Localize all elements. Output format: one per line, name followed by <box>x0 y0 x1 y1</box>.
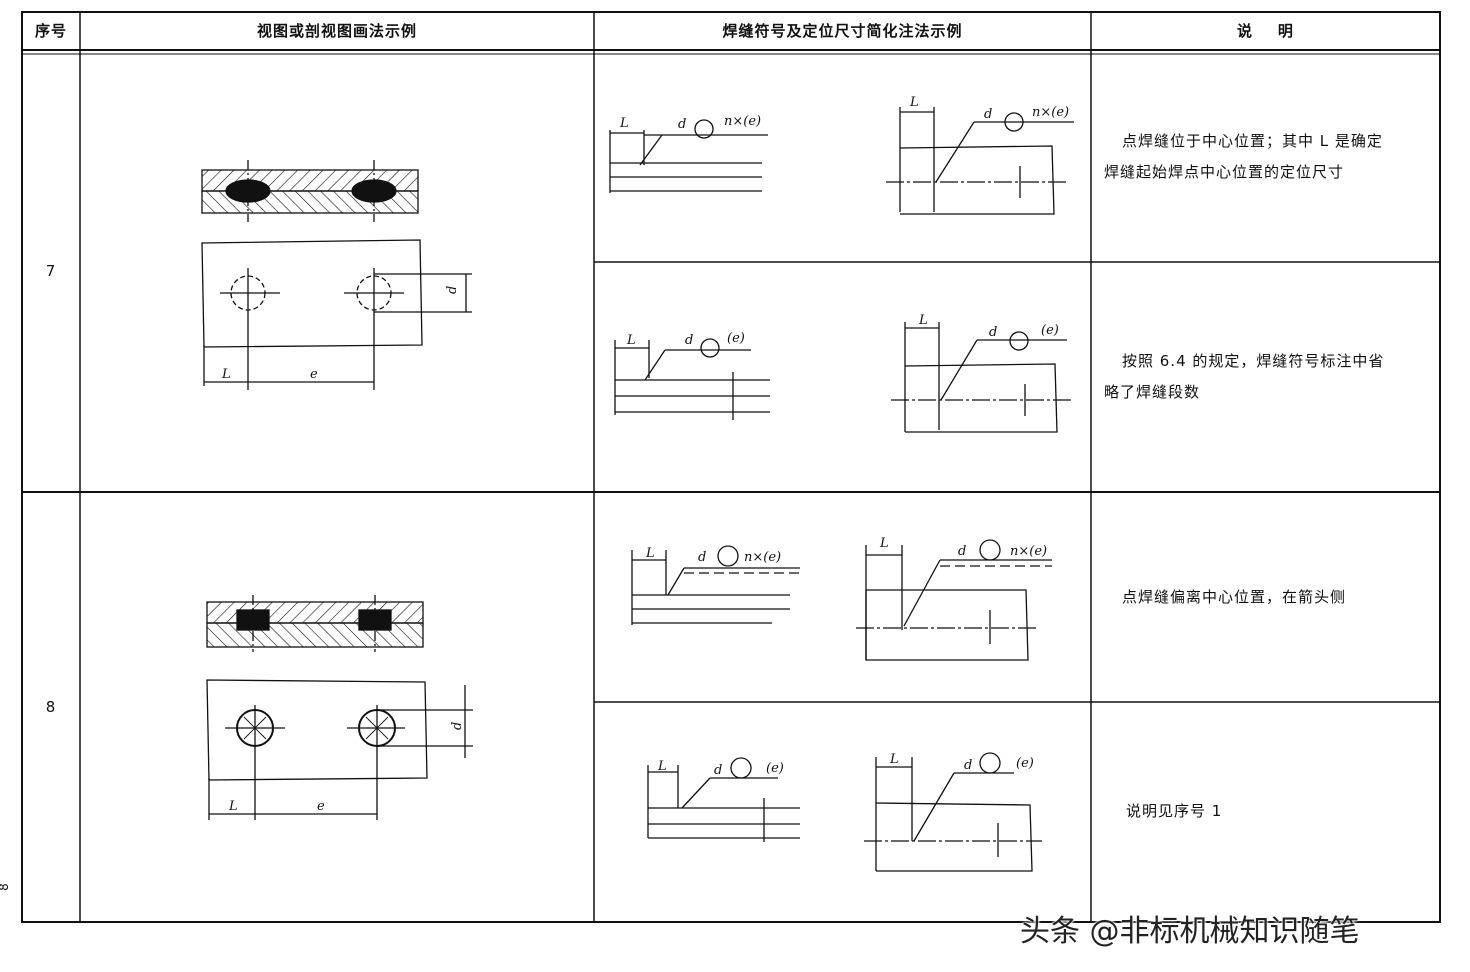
r7s2-symbol-right: L d (e) <box>891 313 1071 433</box>
header-note: 说 明 <box>1237 22 1294 40</box>
svg-text:d: d <box>714 763 722 778</box>
svg-text:L: L <box>909 95 919 110</box>
svg-text:d: d <box>698 550 706 565</box>
row7-view-d: d <box>445 286 460 294</box>
row8-view-d: d <box>450 722 465 730</box>
r8s1-note: 点焊缝偏离中心位置，在箭头侧 <box>1122 588 1347 606</box>
row7-view-e: e <box>310 367 318 382</box>
r8s1-symbol-right: L d n×(e) <box>856 536 1052 661</box>
svg-text:n×(e): n×(e) <box>1032 105 1069 120</box>
svg-text:d: d <box>989 325 997 340</box>
svg-text:(e): (e) <box>1016 756 1034 771</box>
header-seq: 序号 <box>34 22 67 40</box>
row7-view-L: L <box>221 367 231 382</box>
svg-text:L: L <box>626 333 636 348</box>
watermark: 头条 @非标机械知识随笔 <box>1020 914 1360 949</box>
r7s2-note: 按照 6.4 的规定，焊缝符号标注中省 略了焊缝段数 <box>1104 352 1385 401</box>
svg-text:L: L <box>918 313 928 328</box>
r7s1-symbol-right: L d n×(e) <box>886 95 1074 215</box>
svg-text:n×(e): n×(e) <box>1010 544 1047 559</box>
svg-text:(e): (e) <box>766 761 784 776</box>
row8-view-e: e <box>317 799 325 814</box>
header-symbol: 焊缝符号及定位尺寸简化注法示例 <box>722 22 963 40</box>
svg-text:d: d <box>958 544 966 559</box>
svg-text:L: L <box>889 752 899 767</box>
row8-seq: 8 <box>45 698 57 716</box>
svg-text:(e): (e) <box>727 331 745 346</box>
row7-view-drawing: L e d <box>201 160 472 390</box>
svg-text:d: d <box>984 107 992 122</box>
svg-text:L: L <box>619 116 629 131</box>
svg-text:L: L <box>879 536 889 551</box>
svg-text:n×(e): n×(e) <box>744 550 781 565</box>
row8-view-L: L <box>228 799 238 814</box>
svg-text:d: d <box>678 117 686 132</box>
header-view: 视图或剖视图画法示例 <box>256 22 417 40</box>
svg-text:L: L <box>657 759 667 774</box>
svg-text:L: L <box>645 546 655 561</box>
svg-text:d: d <box>964 758 972 773</box>
row8-view-drawing: L e d <box>206 595 473 820</box>
r8s2-symbol-left: L d (e) <box>647 757 800 842</box>
r8s2-symbol-right: L d (e) <box>864 752 1042 872</box>
r8s1-symbol-left: L d n×(e) <box>631 545 800 625</box>
svg-text:n×(e): n×(e) <box>724 114 761 129</box>
row7-seq: 7 <box>45 262 57 280</box>
svg-text:d: d <box>685 333 693 348</box>
r7s2-symbol-left: L d (e) <box>614 331 770 420</box>
r7s1-note: 点焊缝位于中心位置；其中 L 是确定 焊缝起始焊点中心位置的定位尺寸 <box>1104 132 1383 181</box>
r8s2-note: 说明见序号 1 <box>1126 802 1223 820</box>
r7s1-symbol-left: L d n×(e) <box>609 114 768 193</box>
svg-text:(e): (e) <box>1041 323 1059 338</box>
margin-mark: 8 <box>0 883 11 891</box>
